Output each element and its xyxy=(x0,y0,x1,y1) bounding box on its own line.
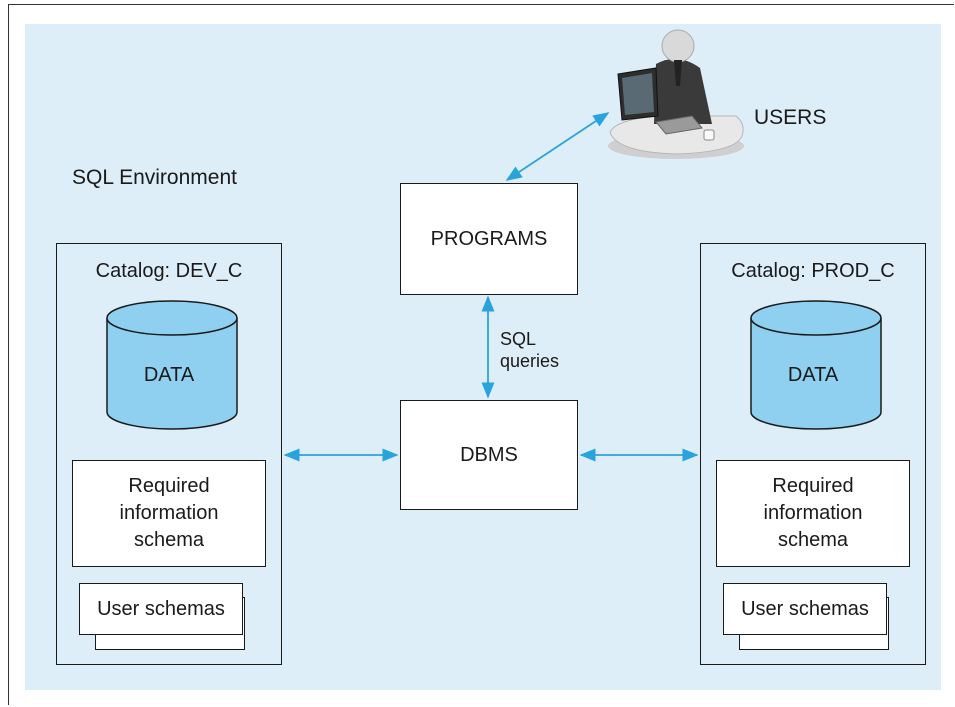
user-schemas-box: User schemas xyxy=(723,583,887,635)
sql-queries-label: SQL queries xyxy=(500,328,559,372)
schema-line-1: Required xyxy=(128,475,210,497)
required-information-schema-box: Required information schema xyxy=(716,460,910,567)
catalog-title: Catalog: DEV_C xyxy=(95,260,243,282)
figure-frame xyxy=(8,4,954,705)
user-at-computer-icon xyxy=(608,29,744,159)
sql-queries-line-2: queries xyxy=(500,351,560,371)
data-label: DATA xyxy=(143,364,195,386)
sql-queries-line-1: SQL xyxy=(500,329,537,349)
catalog-title: Catalog: PROD_C xyxy=(731,260,895,282)
schema-line-1: Required xyxy=(772,475,854,497)
schema-line-3: schema xyxy=(777,529,849,551)
database-cylinder-icon xyxy=(750,300,882,430)
schema-line-3: schema xyxy=(133,529,205,551)
schema-line-2: information xyxy=(119,502,219,524)
sql-environment-label: SQL Environment xyxy=(72,166,237,189)
data-label: DATA xyxy=(787,364,839,386)
user-schemas-box: User schemas xyxy=(79,583,243,635)
required-information-schema-box: Required information schema xyxy=(72,460,266,567)
programs-box: PROGRAMS xyxy=(400,183,578,295)
catalog-dev-c: Catalog: DEV_C DATA Required information… xyxy=(56,243,282,665)
dbms-box: DBMS xyxy=(400,400,578,510)
catalog-prod-c: Catalog: PROD_C DATA Required informatio… xyxy=(700,243,926,665)
database-cylinder-icon xyxy=(106,300,238,430)
programs-users-arrow xyxy=(505,112,610,181)
schema-line-2: information xyxy=(763,502,863,524)
users-label: USERS xyxy=(754,106,827,129)
